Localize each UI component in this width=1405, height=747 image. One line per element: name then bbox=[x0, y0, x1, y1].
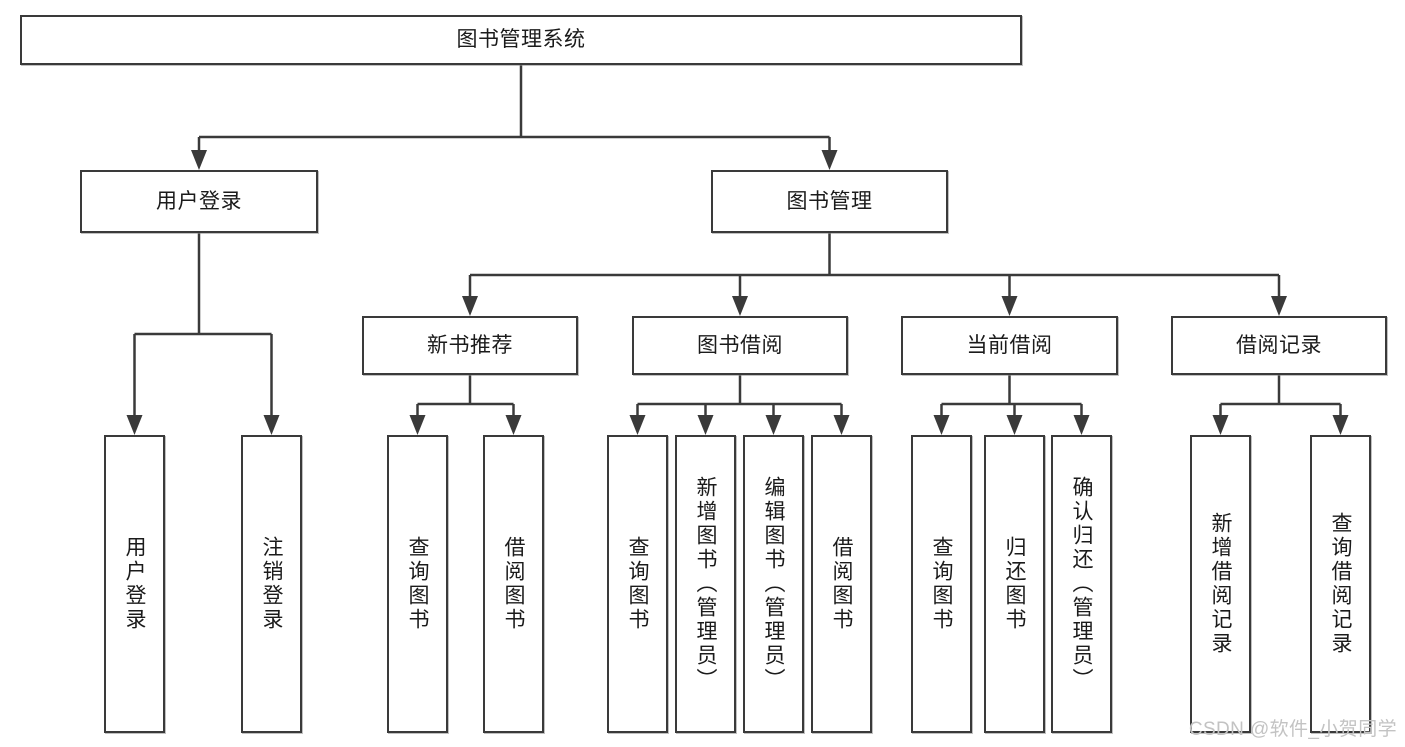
book-manage-trunk-arrowhead bbox=[732, 296, 748, 316]
node-label: 注销登录 bbox=[260, 536, 283, 632]
root-trunk-arrowhead bbox=[191, 150, 207, 170]
node-user-login[interactable]: 用户登录 bbox=[80, 170, 318, 233]
watermark: CSDN @软件_小贺同学 bbox=[1188, 719, 1397, 740]
node-label: 用户登录 bbox=[123, 536, 146, 632]
node-label: 查询借阅记录 bbox=[1329, 512, 1352, 656]
node-borrow-record[interactable]: 借阅记录 bbox=[1171, 316, 1387, 375]
node-book-borrow[interactable]: 图书借阅 bbox=[632, 316, 848, 375]
node-leaf-add-book[interactable]: 新增图书（管理员） bbox=[675, 435, 736, 733]
current-borrow-trunk-arrowhead bbox=[933, 415, 950, 435]
node-new-book-rec[interactable]: 新书推荐 bbox=[362, 316, 578, 375]
node-leaf-query-record[interactable]: 查询借阅记录 bbox=[1310, 435, 1371, 733]
node-label: 新增借阅记录 bbox=[1209, 512, 1232, 656]
current-borrow-trunk-arrowhead bbox=[1006, 415, 1023, 435]
book-borrow-trunk-arrowhead bbox=[833, 415, 850, 435]
book-manage-trunk-arrowhead bbox=[462, 296, 478, 316]
node-root[interactable]: 图书管理系统 bbox=[20, 15, 1022, 65]
node-label: 借阅图书 bbox=[502, 536, 525, 632]
node-leaf-confirm-return[interactable]: 确认归还（管理员） bbox=[1051, 435, 1112, 733]
node-leaf-query-book-2[interactable]: 查询图书 bbox=[607, 435, 668, 733]
new-book-rec-trunk-arrowhead bbox=[409, 415, 426, 435]
node-label: 借阅记录 bbox=[1236, 333, 1322, 357]
user-login-trunk-arrowhead bbox=[126, 415, 143, 435]
node-label: 图书管理 bbox=[786, 189, 873, 213]
node-leaf-borrow-book-2[interactable]: 借阅图书 bbox=[811, 435, 872, 733]
node-label: 借阅图书 bbox=[830, 536, 853, 632]
node-leaf-query-book-1[interactable]: 查询图书 bbox=[387, 435, 448, 733]
node-label: 当前借阅 bbox=[966, 333, 1053, 357]
node-leaf-borrow-book-1[interactable]: 借阅图书 bbox=[483, 435, 544, 733]
node-leaf-add-record[interactable]: 新增借阅记录 bbox=[1190, 435, 1251, 733]
node-leaf-query-book-3[interactable]: 查询图书 bbox=[911, 435, 972, 733]
node-label: 图书借阅 bbox=[697, 333, 783, 357]
book-borrow-trunk-arrowhead bbox=[697, 415, 714, 435]
book-manage-trunk-arrowhead bbox=[1001, 296, 1018, 316]
book-borrow-trunk-arrowhead bbox=[629, 415, 646, 435]
borrow-record-trunk-arrowhead bbox=[1332, 415, 1349, 435]
node-label: 归还图书 bbox=[1003, 536, 1026, 632]
node-leaf-logout[interactable]: 注销登录 bbox=[241, 435, 302, 733]
node-current-borrow[interactable]: 当前借阅 bbox=[901, 316, 1118, 375]
node-label: 新书推荐 bbox=[427, 333, 513, 357]
book-borrow-trunk-arrowhead bbox=[765, 415, 782, 435]
user-login-trunk-arrowhead bbox=[263, 415, 280, 435]
new-book-rec-trunk-arrowhead bbox=[505, 415, 522, 435]
node-label: 确认归还（管理员） bbox=[1070, 476, 1093, 692]
node-label: 查询图书 bbox=[930, 536, 953, 632]
node-label: 新增图书（管理员） bbox=[694, 476, 717, 692]
node-label: 用户登录 bbox=[156, 189, 242, 213]
node-leaf-user-login[interactable]: 用户登录 bbox=[104, 435, 165, 733]
current-borrow-trunk-arrowhead bbox=[1073, 415, 1090, 435]
node-leaf-edit-book[interactable]: 编辑图书（管理员） bbox=[743, 435, 804, 733]
node-leaf-return-book[interactable]: 归还图书 bbox=[984, 435, 1045, 733]
node-label: 图书管理系统 bbox=[456, 28, 586, 52]
node-label: 编辑图书（管理员） bbox=[762, 476, 785, 692]
borrow-record-trunk-arrowhead bbox=[1212, 415, 1229, 435]
node-book-manage[interactable]: 图书管理 bbox=[711, 170, 948, 233]
book-manage-trunk-arrowhead bbox=[1271, 296, 1287, 316]
node-label: 查询图书 bbox=[626, 536, 649, 632]
root-trunk-arrowhead bbox=[821, 150, 838, 170]
node-label: 查询图书 bbox=[406, 536, 429, 632]
